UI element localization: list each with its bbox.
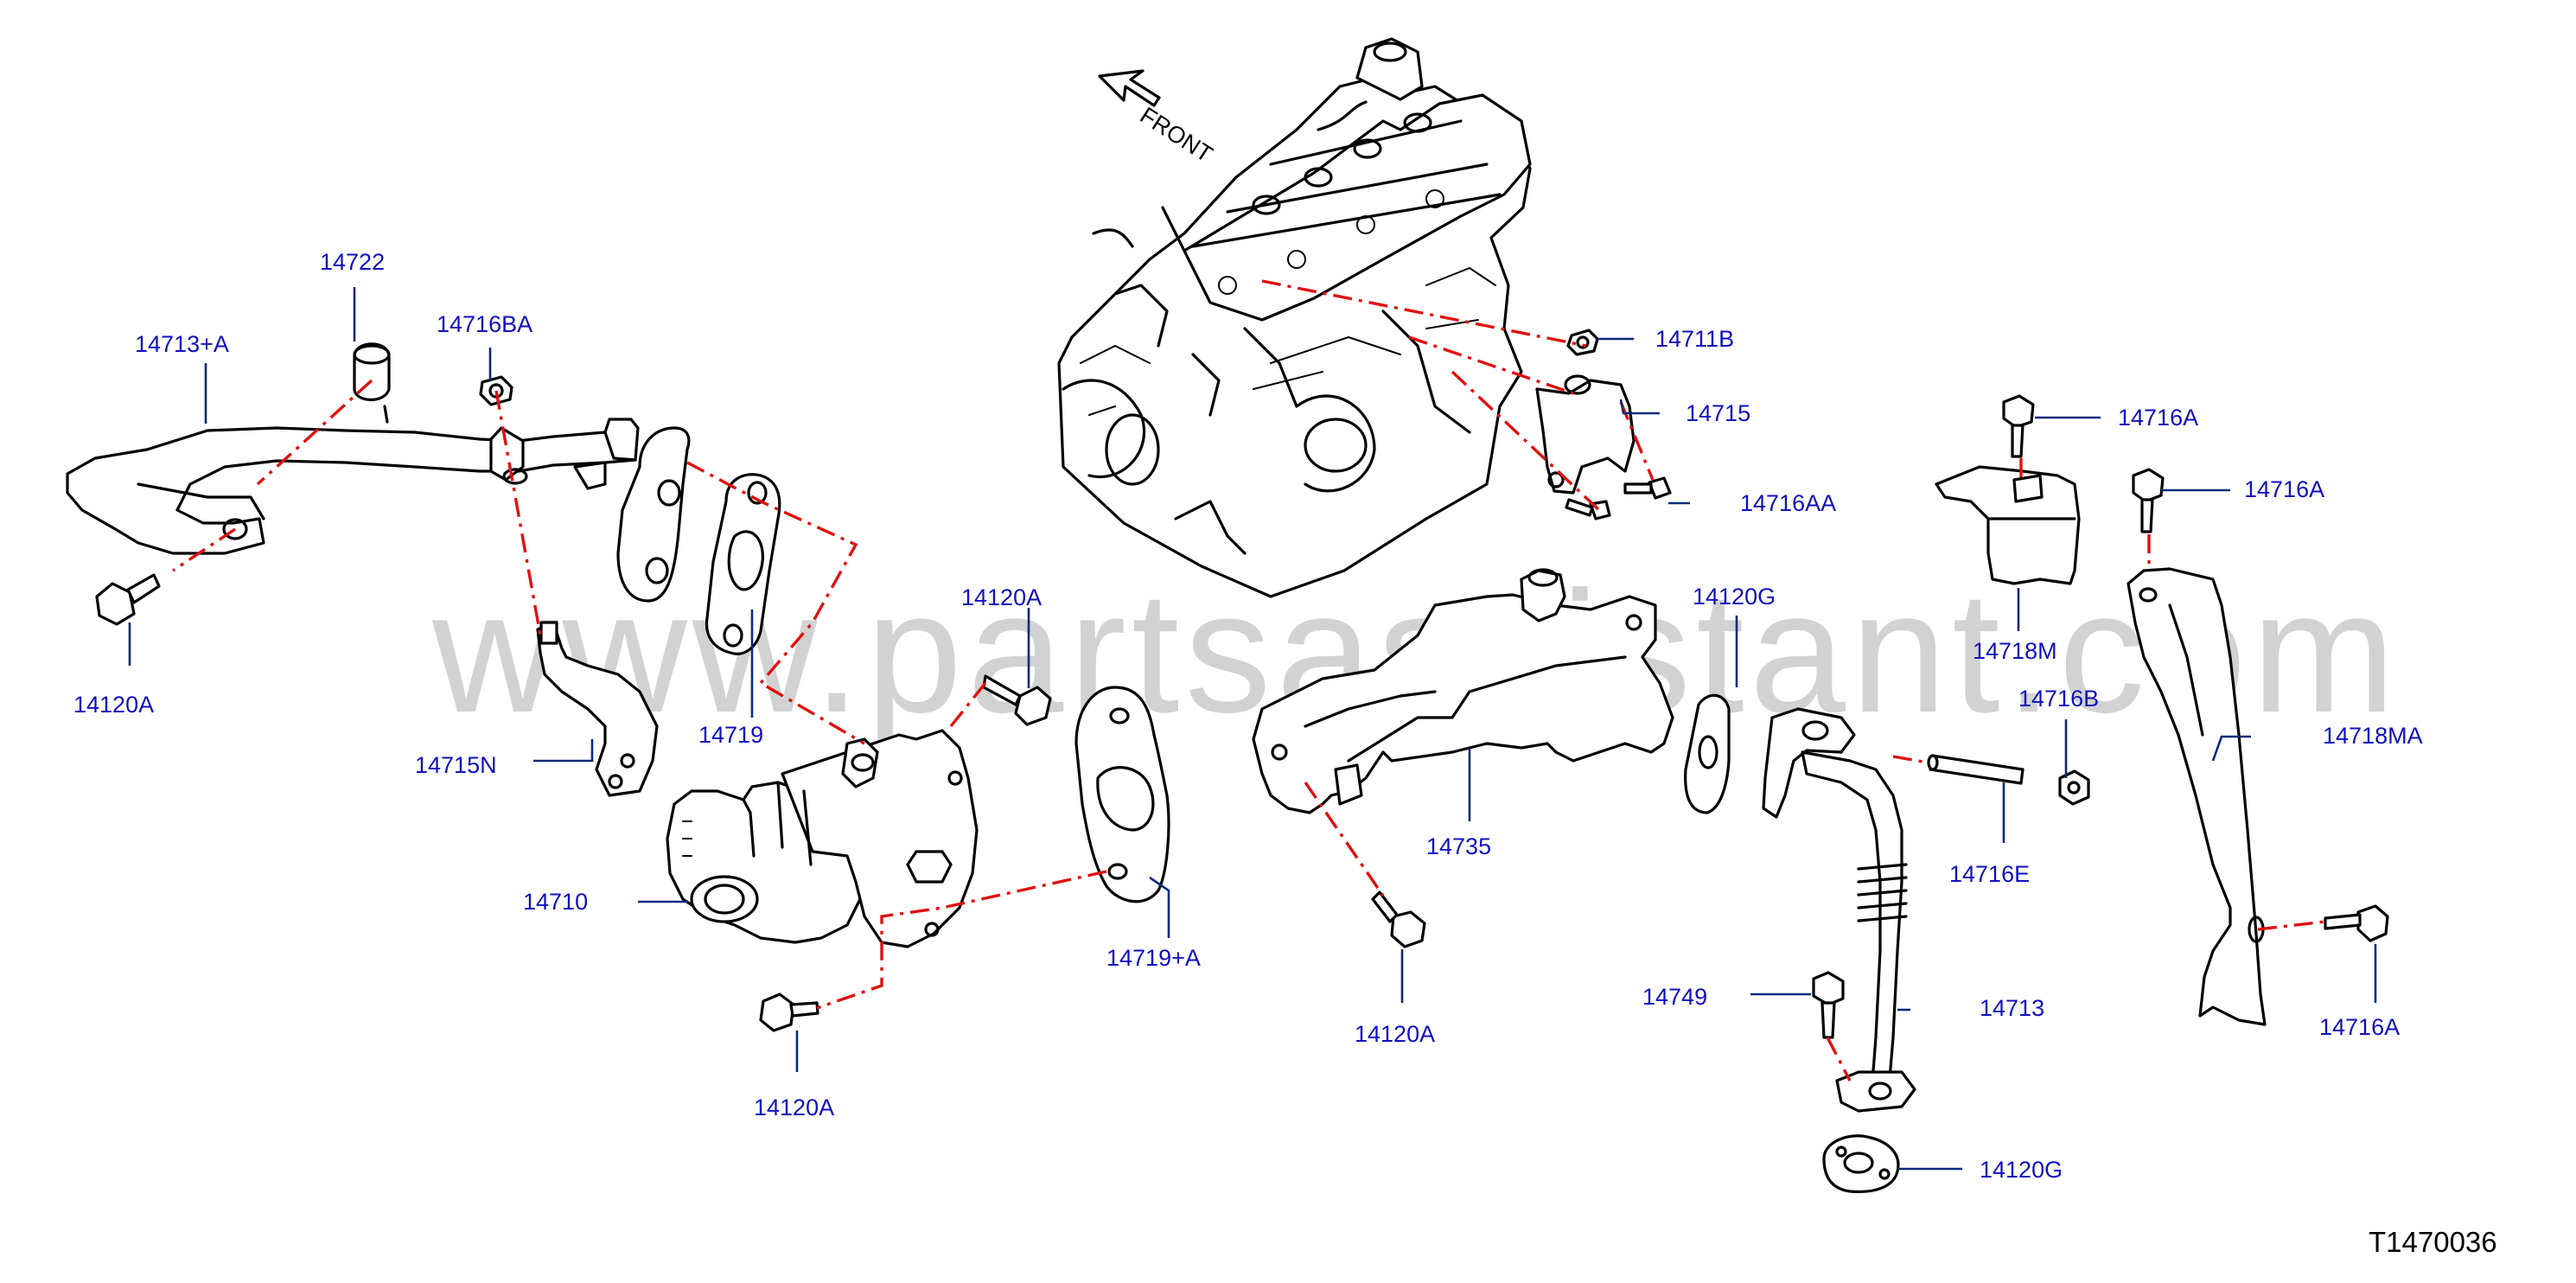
callout-14749: 14749: [1642, 984, 1708, 1010]
bolt-14120A-cooler: [1371, 890, 1426, 948]
callout-14710: 14710: [523, 889, 589, 915]
nut-14711B: [1566, 329, 1599, 356]
callout-14120a-left: 14120A: [73, 692, 155, 718]
bolt-14716A-heatshield: [2002, 394, 2035, 458]
egr-valve-14710: [666, 729, 979, 948]
callout-14716a-right-top: 14716A: [2244, 476, 2325, 502]
bolt-14749: [1812, 971, 1845, 1039]
bolt-14716A-right-top: [2132, 468, 2165, 533]
callout-14715: 14715: [1686, 400, 1751, 426]
callout-14716e: 14716E: [1949, 861, 2031, 887]
leader-lines: [128, 287, 2377, 1171]
bracket-14715: [1535, 374, 1636, 495]
callout-14713: 14713: [1980, 995, 2045, 1021]
egr-cooler-14735: [1252, 568, 1674, 814]
callout-14120a-upper: 14120A: [961, 584, 1043, 610]
gasket-14120G-upper: [1684, 693, 1731, 814]
egr-pipe-14713: [1762, 707, 1916, 1113]
callout-14722: 14722: [320, 249, 386, 275]
gasket-plate-14719: [616, 426, 781, 655]
clamp-14722: [353, 342, 391, 424]
sensor-bracket-14715N: [536, 621, 659, 797]
bolt-14120A-lower: [759, 993, 819, 1032]
stud-14716E: [1927, 754, 2024, 785]
callout-14120a-lower: 14120A: [754, 1095, 835, 1120]
engine-block: [1057, 37, 1532, 598]
diagram-code: T1470036: [2369, 1226, 2497, 1258]
callout-14716aa: 14716AA: [1740, 490, 1837, 516]
gasket-14120G-lower: [1822, 1134, 1900, 1193]
bolt-14120A-left: [95, 573, 161, 626]
alignment-lines: [172, 279, 2326, 1082]
callout-14735: 14735: [1426, 833, 1492, 859]
callout-14719: 14719: [698, 722, 764, 748]
callout-14716a-right-bottom: 14716A: [2319, 1014, 2401, 1040]
egr-tube-14713A: [66, 418, 640, 555]
front-arrow-icon: [1098, 69, 1161, 107]
callout-14120g-upper: 14120G: [1693, 584, 1776, 610]
callout-14120g-lower: 14120G: [1980, 1157, 2063, 1183]
callout-14716b: 14716B: [2018, 686, 2100, 712]
callout-14711b: 14711B: [1655, 326, 1735, 352]
callout-14716ba: 14716BA: [437, 311, 533, 337]
callout-14718m: 14718M: [1973, 638, 2057, 664]
heat-shield-14718MA: [2126, 567, 2267, 1026]
bolt-14120A-upper: [982, 674, 1052, 726]
bolt-14716A-right-bottom: [2324, 904, 2389, 942]
callout-14715n: 14715N: [415, 752, 497, 778]
heat-shield-14718M: [1935, 465, 2081, 585]
callout-14719-a: 14719+A: [1106, 945, 1201, 971]
callout-14713-a: 14713+A: [135, 331, 229, 357]
nut-14716B: [2058, 769, 2090, 806]
bolts-14716AA: [1565, 476, 1672, 520]
callout-14716a-heatshield: 14716A: [2118, 405, 2199, 431]
gasket-14719A: [1074, 686, 1170, 903]
callout-14120a-cooler: 14120A: [1355, 1021, 1436, 1047]
callout-14718ma: 14718MA: [2323, 723, 2423, 749]
